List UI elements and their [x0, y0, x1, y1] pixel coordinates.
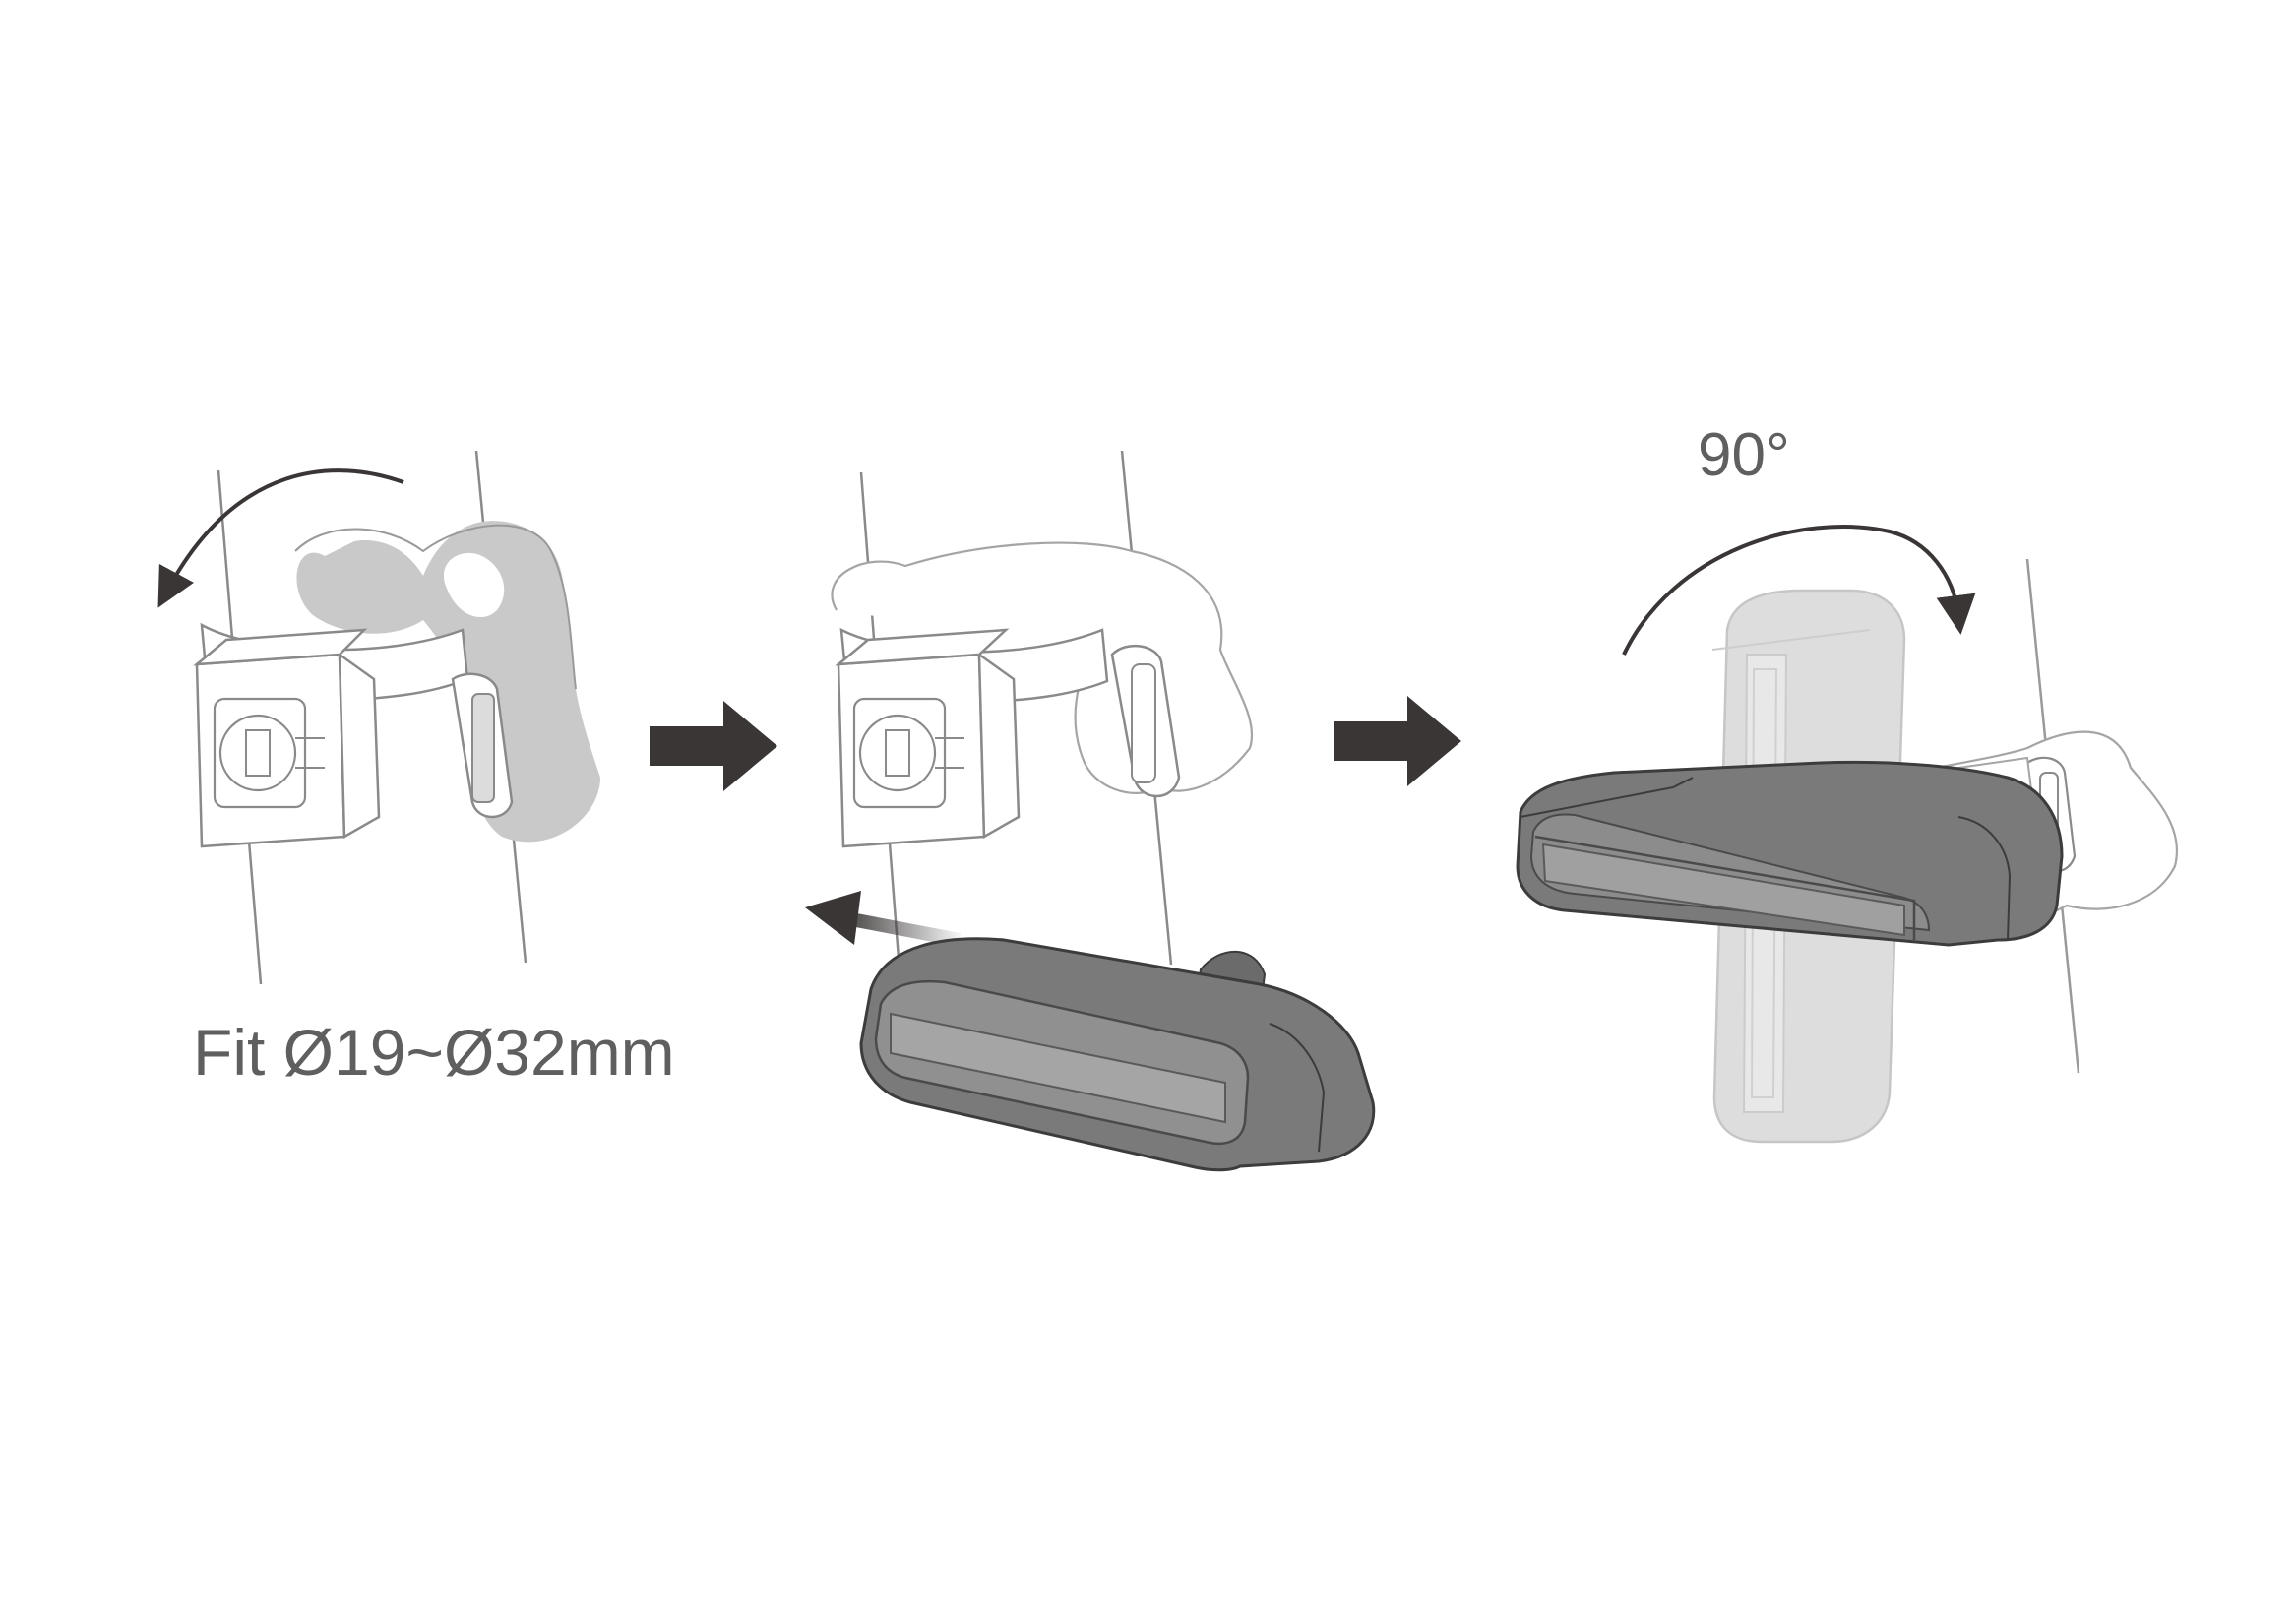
open-strap — [296, 521, 600, 843]
rotation-arrow — [1622, 525, 1976, 656]
strap-slot — [1110, 644, 1181, 798]
tail-light-unit — [1516, 760, 2064, 947]
strap-hole — [443, 552, 505, 618]
strap-slot — [451, 672, 514, 819]
next-step-arrow — [650, 701, 777, 791]
slide-in-arrowhead — [805, 891, 861, 945]
step-3-rotate-light — [1516, 525, 2178, 1144]
strap-outline — [294, 524, 577, 690]
rotation-angle-label: 90° — [1698, 421, 1790, 489]
next-step-arrow — [1334, 696, 1461, 786]
tail-light-unit — [859, 937, 1376, 1172]
fit-diameter-label: Fit Ø19~Ø32mm — [193, 1016, 675, 1089]
mount-block — [835, 628, 1021, 848]
open-rotation-arrow — [157, 468, 404, 608]
mount-block — [193, 628, 381, 848]
step-1-open-strap — [157, 450, 600, 985]
slide-in-motion-trail — [854, 913, 962, 947]
step-2-slide-light — [805, 450, 1376, 1172]
